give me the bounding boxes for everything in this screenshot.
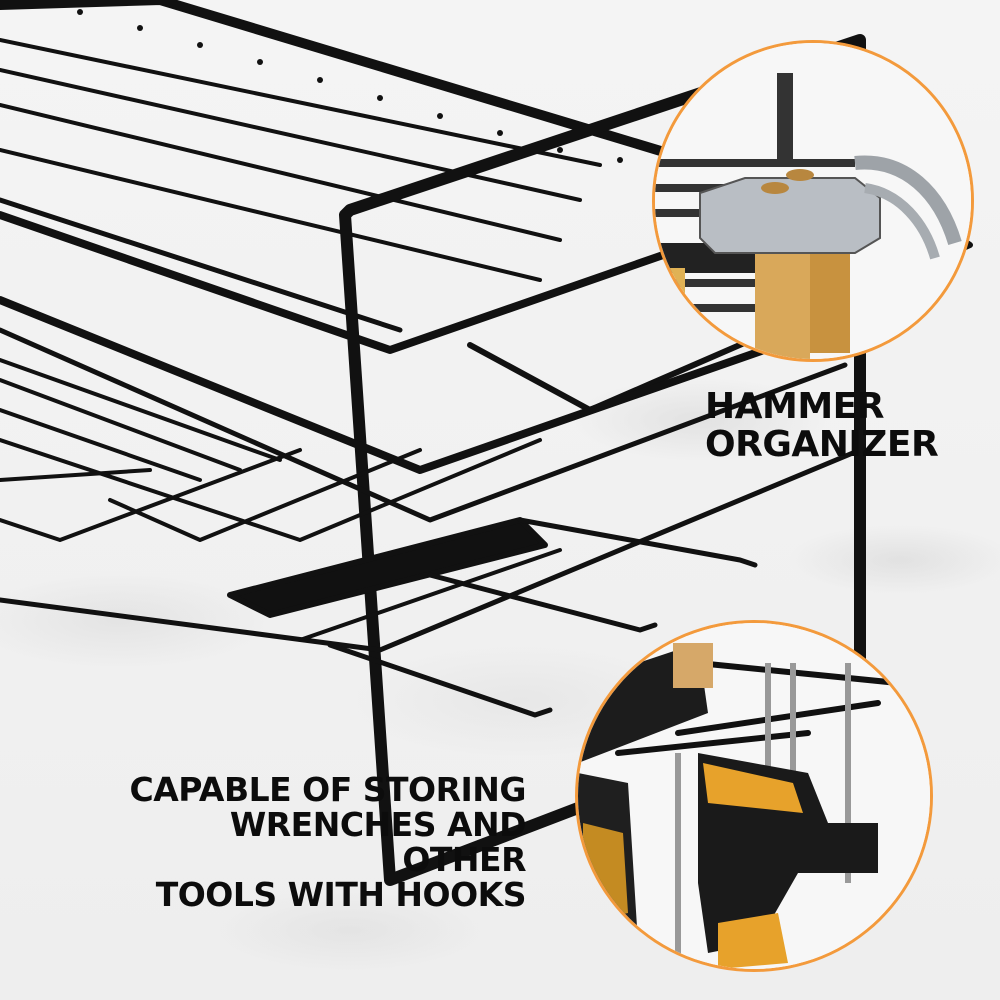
caption-line: TOOLS WITH HOOKS xyxy=(155,875,527,914)
caption-line: HAMMER xyxy=(705,386,884,427)
caption-line: ORGANIZER xyxy=(705,424,939,465)
caption-line: WRENCHES AND OTHER xyxy=(229,805,527,879)
hammer-organizer-detail-image xyxy=(652,40,974,362)
caption-line: CAPABLE OF STORING xyxy=(129,770,527,809)
hammer-organizer-caption: HAMMER ORGANIZER xyxy=(705,386,939,465)
hooks-caption: CAPABLE OF STORING WRENCHES AND OTHER TO… xyxy=(96,770,527,914)
hooks-detail-image xyxy=(575,620,933,972)
